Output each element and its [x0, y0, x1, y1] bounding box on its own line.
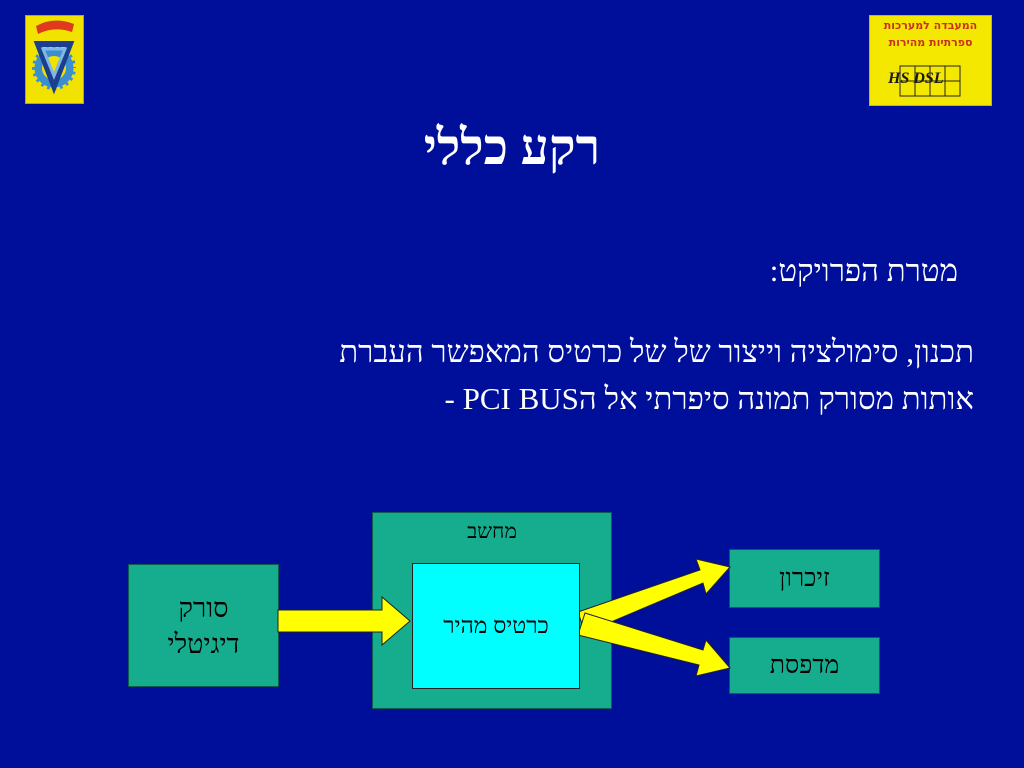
- slide-title: רקע כללי: [423, 119, 601, 175]
- scanner-box: סורק דיגיטלי: [128, 564, 279, 687]
- project-goal-line2: אותות מסורק תמונה סיפרתי אל הPCI BUS -: [444, 381, 975, 416]
- lab-logo-line1: המעבדה למערכות: [883, 19, 978, 32]
- card-to-printer-arrow: [577, 612, 731, 677]
- printer-label: מדפסת: [769, 651, 840, 679]
- lab-logo: המעבדה למערכות ספרתיות מהירות HS DSL: [869, 15, 992, 106]
- fast-card-box: כרטיס מהיר: [412, 563, 580, 689]
- project-goal-line1: תכנון, סימולציה וייצור של של כרטיס המאפש…: [339, 334, 974, 369]
- project-goal-text: תכנון, סימולציה וייצור של של כרטיס המאפש…: [54, 328, 974, 422]
- project-goal-heading: מטרת הפרויקט:: [769, 253, 958, 288]
- computer-label: מחשב: [467, 519, 517, 543]
- lab-circuit-icon: [899, 65, 961, 97]
- fast-card-label: כרטיס מהיר: [443, 613, 549, 638]
- technion-emblem-icon: [29, 20, 79, 95]
- scanner-label-line2: דיגיטלי: [167, 628, 240, 659]
- lab-logo-line2: ספרתיות מהירות: [888, 36, 973, 49]
- technion-logo: [25, 15, 84, 104]
- lab-logo-text: HS DSL: [888, 70, 944, 87]
- memory-box: זיכרון: [729, 549, 880, 608]
- scanner-label-line1: סורק: [178, 592, 229, 623]
- memory-label: זיכרון: [779, 564, 830, 592]
- printer-box: מדפסת: [729, 637, 880, 694]
- scanner-to-card-arrow: [277, 595, 411, 647]
